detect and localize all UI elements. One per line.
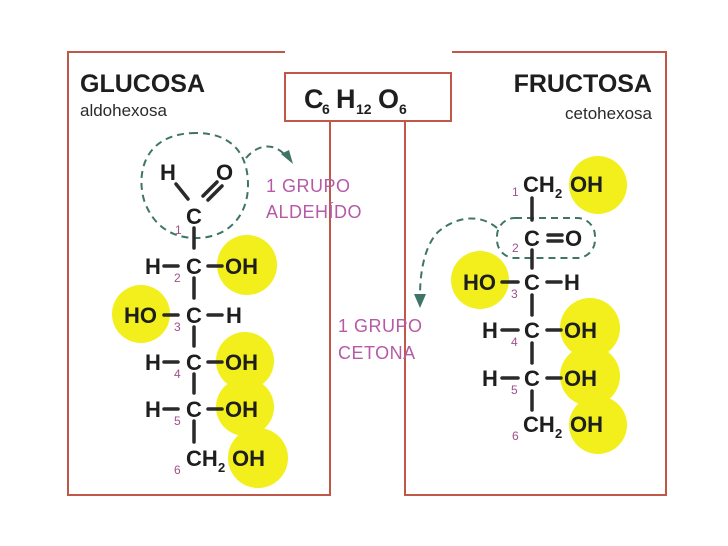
ketone-group-label-line2: CETONA xyxy=(338,343,416,363)
glucose-c6-oh: OH xyxy=(232,446,265,471)
fructose-c1-subscript: 2 xyxy=(555,186,562,201)
glucose-bonds xyxy=(162,180,224,444)
glucose-c5-oh: OH xyxy=(225,397,258,422)
fructose-c3-ho: HO xyxy=(463,270,496,295)
fructose-title: FRUCTOSA xyxy=(514,70,652,98)
fructose-carbon-number-3: 3 xyxy=(511,287,518,301)
aldehyde-arrow-line xyxy=(245,145,287,159)
formula-c-subscript: 6 xyxy=(322,101,330,117)
molecular-formula: C 6 H 12 O 6 xyxy=(304,84,407,117)
fructose-c4-h: H xyxy=(482,318,498,343)
fructose-c6-subscript: 2 xyxy=(555,426,562,441)
highlight-fructose-c5-oh xyxy=(560,346,620,406)
glucose-c4-h: H xyxy=(145,350,161,375)
fructose-carbon-number-4: 4 xyxy=(511,335,518,349)
fructose-carbon-number-1: 1 xyxy=(512,185,519,199)
fructose-c5-h: H xyxy=(482,366,498,391)
highlight-fructose-c3-ho xyxy=(451,251,509,309)
fructose-c5-oh: OH xyxy=(564,366,597,391)
glucose-c5: C xyxy=(186,397,202,422)
glucose-c5-h: H xyxy=(145,397,161,422)
formula-h: H xyxy=(336,84,356,114)
highlight-glucose-c3-ho xyxy=(112,285,170,343)
formula-c: C xyxy=(304,84,324,114)
fructose-structure: CH 2 OH C O HO C H H C OH H C OH CH 2 OH… xyxy=(463,172,603,443)
glucose-subtitle: aldohexosa xyxy=(80,101,168,120)
glucose-carbon-number-1: 1 xyxy=(175,223,182,237)
formula-o-subscript: 6 xyxy=(399,101,407,117)
glucose-c2-oh: OH xyxy=(225,254,258,279)
ketone-group-label-line1: 1 GRUPO xyxy=(338,316,423,336)
glucose-title: GLUCOSA xyxy=(80,70,205,98)
glucose-c3-h: H xyxy=(226,303,242,328)
fructose-carbon-number-2: 2 xyxy=(512,241,519,255)
highlight-glucose-c2-oh xyxy=(217,235,277,295)
glucose-panel-border xyxy=(67,51,331,496)
ketone-dashed-outline xyxy=(496,217,596,259)
glucose-c2-h: H xyxy=(145,254,161,279)
aldehyde-group-label-line1: 1 GRUPO xyxy=(266,176,351,196)
glucose-carbon-number-6: 6 xyxy=(174,463,181,477)
aldehyde-dashed-outline xyxy=(140,131,250,240)
ketone-arrowhead xyxy=(414,294,426,308)
fructose-panel-border xyxy=(404,51,667,496)
highlight-fructose-c4-oh xyxy=(560,298,620,358)
highlight-fructose-c6-oh xyxy=(569,396,627,454)
glucose-c2: C xyxy=(186,254,202,279)
fructose-c3: C xyxy=(524,270,540,295)
glucose-carbon-number-5: 5 xyxy=(174,414,181,428)
glucose-c4-oh: OH xyxy=(225,350,258,375)
glucose-h-top: H xyxy=(160,160,176,185)
ketone-arrow-line xyxy=(419,217,498,297)
glucose-c3-ho: HO xyxy=(124,303,157,328)
fructose-c1-ch: CH xyxy=(523,172,555,197)
aldehyde-arrowhead xyxy=(281,150,293,164)
glucose-c1: C xyxy=(186,204,202,229)
aldehyde-group-label-line2: ALDEHÍDO xyxy=(266,202,362,222)
fructose-c6-ch: CH xyxy=(523,412,555,437)
glucose-c4: C xyxy=(186,350,202,375)
highlight-fructose-c1-oh xyxy=(569,156,627,214)
formula-h-subscript: 12 xyxy=(356,101,372,117)
fructose-bonds xyxy=(500,196,564,412)
glucose-carbon-number-4: 4 xyxy=(174,367,181,381)
formula-box xyxy=(284,72,452,122)
fructose-oh-highlights xyxy=(451,156,627,454)
glucose-oh-highlights xyxy=(112,235,288,488)
fructose-c1-oh: OH xyxy=(570,172,603,197)
fructose-c2: C xyxy=(524,226,540,251)
glucose-c3: C xyxy=(186,303,202,328)
fructose-c6-oh: OH xyxy=(570,412,603,437)
fructose-c5: C xyxy=(524,366,540,391)
bond-h-c1 xyxy=(174,182,190,201)
highlight-glucose-c4-oh xyxy=(216,332,274,390)
highlight-glucose-c5-oh xyxy=(216,378,274,436)
highlight-glucose-c6-oh xyxy=(228,428,288,488)
glucose-c6-ch: CH xyxy=(186,446,218,471)
glucose-carbon-number-2: 2 xyxy=(174,271,181,285)
fructose-c3-h: H xyxy=(564,270,580,295)
glucose-o-top: O xyxy=(216,160,233,185)
fructose-carbon-number-5: 5 xyxy=(511,383,518,397)
glucose-structure: H O C H C OH HO C H H C OH H C OH CH 2 O… xyxy=(124,160,265,477)
glucose-c6-subscript: 2 xyxy=(218,460,225,475)
panel-borders xyxy=(67,51,667,496)
fructose-c2-o: O xyxy=(565,226,582,251)
fructose-carbon-number-6: 6 xyxy=(512,429,519,443)
fructose-c4: C xyxy=(524,318,540,343)
fructose-subtitle: cetohexosa xyxy=(565,104,652,123)
formula-o: O xyxy=(378,84,399,114)
fructose-c4-oh: OH xyxy=(564,318,597,343)
functional-group-markers xyxy=(140,131,596,308)
glucose-carbon-number-3: 3 xyxy=(174,320,181,334)
bond-c1-o-b xyxy=(206,184,224,202)
bond-c1-o-a xyxy=(201,180,219,198)
